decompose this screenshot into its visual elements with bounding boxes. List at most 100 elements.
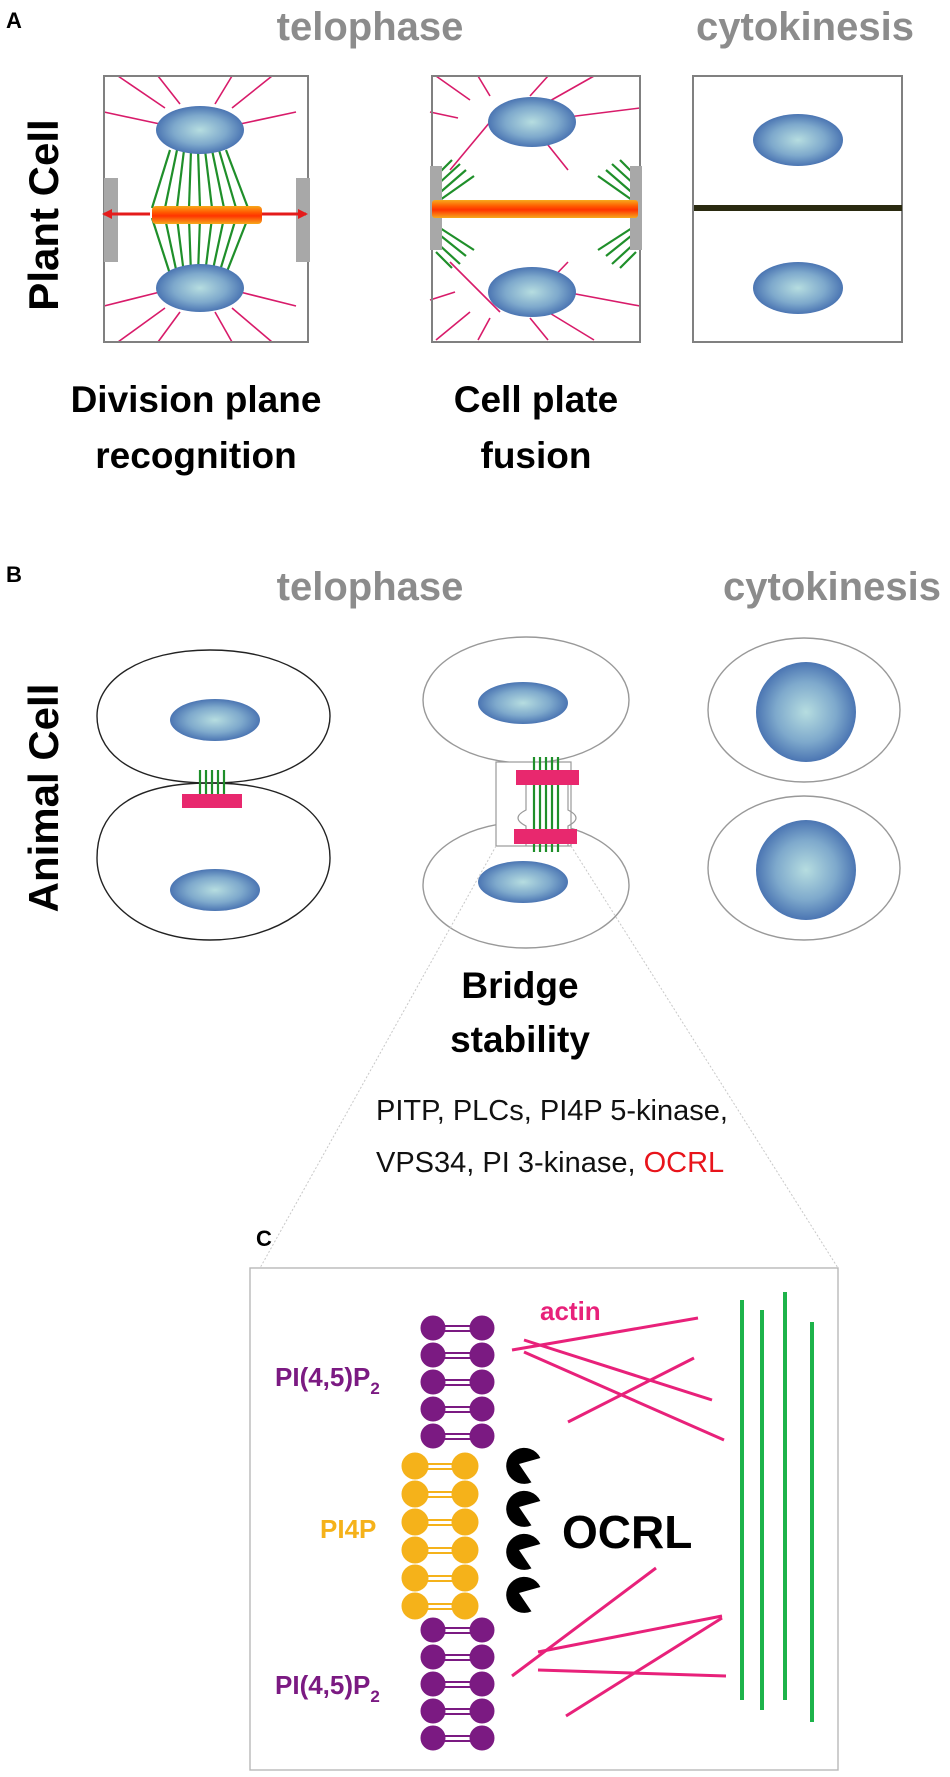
lipid-headgroup-icon	[451, 1452, 479, 1480]
nucleus-ellipse	[488, 267, 576, 317]
lipid-headgroup-icon	[451, 1592, 479, 1620]
plant-cell-1-actin-lines	[103, 75, 297, 343]
zoom-guide-right	[570, 845, 839, 1269]
lipid-headgroup-icon	[420, 1342, 446, 1368]
panel-c: C actin	[249, 1226, 839, 1771]
pacman-ocrl-icon	[506, 1447, 541, 1484]
panel-b-cytokinesis-label: cytokinesis	[723, 565, 941, 609]
nucleus-ellipse	[156, 264, 244, 312]
lipid-headgroup-icon	[401, 1508, 429, 1536]
nucleus-ellipse	[753, 114, 843, 166]
daughter-cell-bottom	[707, 795, 901, 941]
cell-plate	[152, 206, 262, 224]
caption-division-plane-line1: Division plane	[71, 379, 322, 420]
nucleus-ellipse	[170, 869, 260, 911]
actin-label: actin	[540, 1296, 601, 1326]
panel-a-cytokinesis-label: cytokinesis	[696, 5, 914, 49]
panel-a-telophase-label: telophase	[277, 5, 464, 49]
pip2-label-top-subscript: 2	[370, 1379, 379, 1398]
ocrl-proteins	[506, 1447, 541, 1613]
pip2-cluster-top	[420, 1315, 495, 1449]
panel-b-letter: B	[6, 562, 22, 587]
lipid-headgroup-icon	[469, 1644, 495, 1670]
lipid-headgroup-icon	[469, 1423, 495, 1449]
midbody-ring-top	[516, 770, 579, 785]
panel-b: B telophase cytokinesis Animal Cell	[6, 562, 941, 1269]
cell-plate	[432, 200, 638, 218]
lipid-headgroup-icon	[420, 1423, 446, 1449]
bridge-membrane-right	[567, 776, 577, 846]
lipid-headgroup-icon	[401, 1592, 429, 1620]
lipid-headgroup-icon	[451, 1564, 479, 1592]
lipid-headgroup-icon	[401, 1564, 429, 1592]
lipid-headgroup-icon	[469, 1725, 495, 1751]
animal-cell-telophase-bridge	[422, 636, 630, 949]
lipid-headgroup-icon	[469, 1342, 495, 1368]
animal-cell-telophase-early	[96, 649, 331, 941]
animal-cell-row-label: Animal Cell	[20, 684, 67, 913]
lipid-headgroup-icon	[401, 1452, 429, 1480]
daughter-cell-top	[96, 649, 331, 784]
enzyme-list-ocrl-highlight: OCRL	[644, 1147, 725, 1179]
caption-division-plane-line2: recognition	[95, 435, 296, 476]
lipid-headgroup-icon	[469, 1617, 495, 1643]
caption-bridge-line1: Bridge	[461, 965, 578, 1006]
nucleus-ellipse	[170, 699, 260, 741]
ocrl-label: OCRL	[562, 1506, 692, 1558]
daughter-cell-top	[707, 637, 901, 783]
pip2-label-top: PI(4,5)P2	[275, 1362, 380, 1398]
pip2-cluster-bottom	[420, 1617, 495, 1751]
pi4p-cluster	[401, 1452, 479, 1620]
nucleus-ellipse	[488, 97, 576, 147]
lipid-headgroup-icon	[451, 1536, 479, 1564]
lipid-headgroup-icon	[420, 1617, 446, 1643]
actin-filaments-top	[511, 1316, 725, 1442]
lipid-headgroup-icon	[420, 1369, 446, 1395]
lipid-headgroup-icon	[469, 1315, 495, 1341]
contractile-ring	[182, 794, 242, 808]
daughter-cell-bottom	[96, 782, 331, 941]
pip2-label-top-text: PI(4,5)P	[275, 1362, 370, 1392]
animal-cell-cytokinesis	[707, 637, 901, 941]
lipid-headgroup-icon	[420, 1725, 446, 1751]
new-cell-wall	[694, 205, 902, 211]
enzyme-list-line2-prefix: VPS34, PI 3-kinase,	[376, 1147, 644, 1179]
pacman-ocrl-icon	[506, 1576, 541, 1613]
plant-cell-division-plane	[102, 75, 310, 343]
plant-cell-2-phragmoplast-left	[435, 159, 475, 269]
panel-a: A telophase cytokinesis Plant Cell	[6, 5, 914, 476]
lipid-headgroup-icon	[451, 1508, 479, 1536]
cortical-division-site-right	[296, 178, 310, 262]
lipid-headgroup-icon	[420, 1644, 446, 1670]
plant-cell-1-phragmoplast	[150, 149, 250, 275]
nucleus-ellipse	[753, 262, 843, 314]
plant-cell-cytokinesis	[692, 75, 903, 343]
caption-cell-plate-line2: fusion	[481, 435, 592, 476]
lipid-headgroup-icon	[451, 1480, 479, 1508]
microtubules	[740, 1292, 814, 1722]
nucleus-ellipse	[756, 662, 856, 762]
lipid-headgroup-icon	[401, 1536, 429, 1564]
enzyme-list-line1: PITP, PLCs, PI4P 5-kinase,	[376, 1095, 728, 1127]
pacman-ocrl-icon	[506, 1533, 541, 1570]
lipid-headgroup-icon	[469, 1369, 495, 1395]
lipid-headgroup-icon	[401, 1480, 429, 1508]
panel-b-telophase-label: telophase	[277, 565, 464, 609]
cortical-division-site-left	[104, 178, 118, 262]
pip2-label-bottom-text: PI(4,5)P	[275, 1670, 370, 1700]
plant-cell-row-label: Plant Cell	[20, 119, 67, 310]
zoom-guide-left	[259, 845, 497, 1269]
lipid-headgroup-icon	[420, 1671, 446, 1697]
bridge-membrane-left	[517, 776, 527, 846]
pip2-label-bottom: PI(4,5)P2	[275, 1670, 380, 1706]
nucleus-ellipse	[478, 861, 568, 903]
plant-cell-plate-fusion	[429, 75, 642, 343]
actin-filaments-bottom	[511, 1566, 727, 1718]
caption-bridge-line2: stability	[450, 1019, 590, 1060]
panel-a-letter: A	[6, 8, 22, 33]
pip2-label-bottom-subscript: 2	[370, 1687, 379, 1706]
lipid-headgroup-icon	[469, 1396, 495, 1422]
lipid-headgroup-icon	[420, 1396, 446, 1422]
panel-c-letter: C	[256, 1226, 272, 1251]
